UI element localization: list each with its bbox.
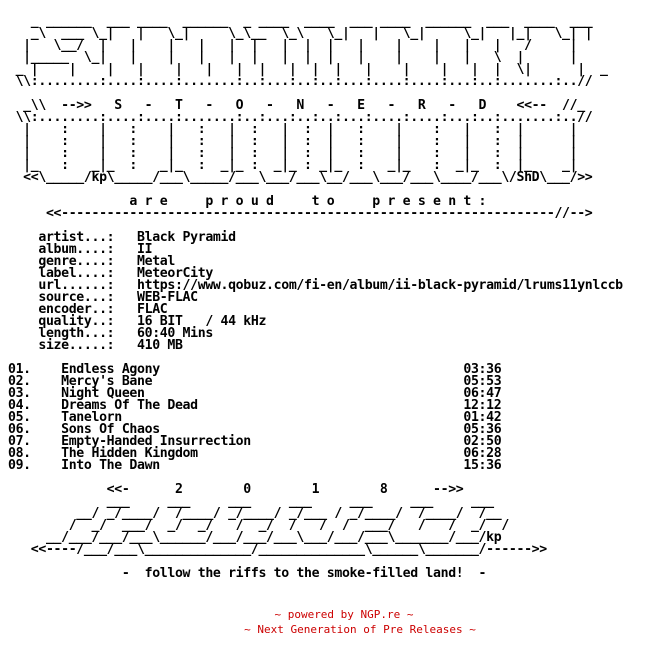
nfo-line: length...: 60:40 Mins [8, 326, 213, 341]
nfo-line: album....: II [8, 242, 153, 257]
nfo-line: _ ______ ___ ____ ______ _ ____ ____ ___… [8, 14, 593, 29]
nfo-line: 01. Endless Agony 03:36 [8, 362, 502, 377]
nfo-line: 08. The Hidden Kingdom 06:28 [8, 446, 502, 461]
nfo-line: - follow the riffs to the smoke-filled l… [8, 566, 487, 581]
nfo-line: _ | | | | | | | | | | | | | | | | \| | _ [8, 62, 608, 77]
nfo-line: __/ _/____/ /____/ _/____/ _/___ / _/___… [8, 506, 502, 521]
nfo-line: 05. Tanelorn 01:42 [8, 410, 502, 425]
nfo-line: _\ ___ \_| | \_| \_\__ \_\ \_| | \_| \_|… [8, 26, 593, 41]
nfo-line: encoder..: FLAC [8, 302, 168, 317]
nfo-line: source...: WEB-FLAC [8, 290, 198, 305]
footer-tagline: ~ Next Generation of Pre Releases ~ [244, 623, 476, 636]
nfo-line: ___ ___ ___ ___ ___ ___ ___ [8, 494, 494, 509]
nfo-art-text: _ ______ ___ ____ ______ _ ____ ____ ___… [8, 4, 623, 580]
nfo-line: / _/ ___/ _/ _/ / _/ / / / ___/ / / _/ / [8, 518, 510, 533]
nfo-line: | : | : | : | : | : | : | : | : | | [8, 122, 578, 137]
nfo-line: quality..: 16 BIT / 44 kHz [8, 314, 267, 329]
nfo-line: 02. Mercy's Bane 05:53 [8, 374, 502, 389]
nfo-line: genre....: Metal [8, 254, 175, 269]
nfo-line: |_____ \_| | | | | | | | | | | | | \ | | [8, 50, 578, 65]
nfo-line: \\:........:....:....:.......:..:...:..:… [8, 110, 593, 125]
nfo-line: <<--------------------------------------… [8, 206, 593, 221]
nfo-line: artist...: Black Pyramid [8, 230, 236, 245]
nfo-line: <<\_____/kp\_____/___\_____/___\___/___\… [8, 170, 593, 185]
nfo-line: label....: MeteorCity [8, 266, 213, 281]
nfo-line: \\:........:....:....:.......:..:...:..:… [8, 74, 593, 89]
nfo-line: | : | : | : | : | : | : | : | : | | [8, 146, 578, 161]
nfo-line: | : | : | : | : | : | : | : | : | | [8, 134, 578, 149]
nfo-line: <<- 2 0 1 8 -->> [8, 482, 464, 497]
nfo-line: 06. Sons Of Chaos 05:36 [8, 422, 502, 437]
nfo-line: a r e p r o u d t o p r e s e n t : [8, 194, 487, 209]
nfo-line: <<----/___/___\______________/__________… [8, 542, 547, 557]
nfo-line: 07. Empty-Handed Insurrection 02:50 [8, 434, 502, 449]
footer-powered-by: ~ powered by NGP.re ~ [274, 608, 414, 621]
nfo-line: size.....: 410 MB [8, 338, 183, 353]
nfo-line: __/___/___/___\______/___/___/___\___/__… [8, 530, 502, 545]
nfo-line: _\\ -->> S - T - O - N - E - R - D <<-- … [8, 98, 585, 113]
nfo-line: 09. Into The Dawn 15:36 [8, 458, 502, 473]
nfo-line: 04. Dreams Of The Dead 12:12 [8, 398, 502, 413]
nfo-line: url......: https://www.qobuz.com/fi-en/a… [8, 278, 623, 293]
nfo-line: 03. Night Queen 06:47 [8, 386, 502, 401]
nfo-line: | \__/ | | | | | | | | | | | | | | / | [8, 38, 578, 53]
nfo-line: |_ : _|_ : _|_ : _|_ : _|_ : _|_ : _|_ :… [8, 158, 578, 173]
